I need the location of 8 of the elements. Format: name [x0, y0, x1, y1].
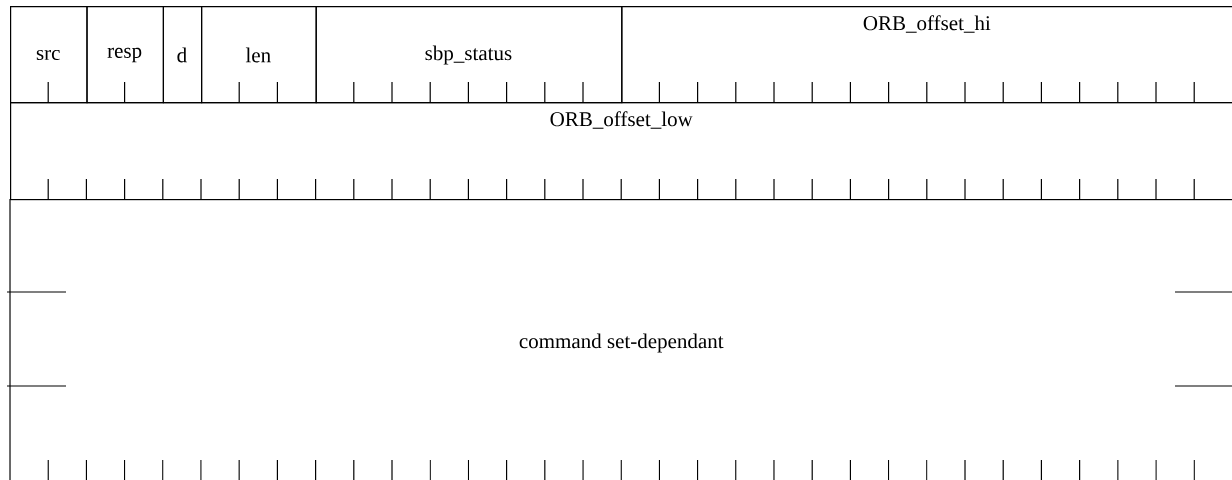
bit-field: d — [162, 6, 203, 104]
bit-field: ORB_offset_low — [10, 102, 1232, 201]
bit-field: ORB_offset_hi — [621, 6, 1232, 104]
bit-field: resp — [86, 6, 164, 104]
bit-field: sbp_status — [315, 6, 623, 104]
bit-field: command set-dependant — [6, 198, 1232, 480]
bit-field: src — [10, 6, 88, 104]
bit-field: len — [201, 6, 317, 104]
